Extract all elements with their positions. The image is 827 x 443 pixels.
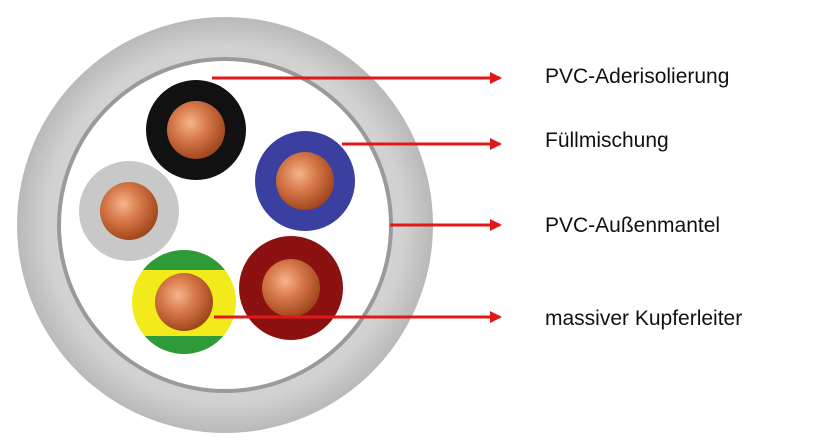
core-brown [239,236,343,340]
core-grey [79,161,179,261]
label-solid-copper-conductor: massiver Kupferleiter [545,307,743,330]
core-green-yellow [132,250,236,354]
core-black [146,80,246,180]
label-pvc-core-insulation: PVC-Aderisolierung [545,65,730,88]
core-blue [255,131,355,231]
label-filler-compound: Füllmischung [545,129,669,152]
label-pvc-outer-sheath: PVC-Außenmantel [545,214,721,237]
